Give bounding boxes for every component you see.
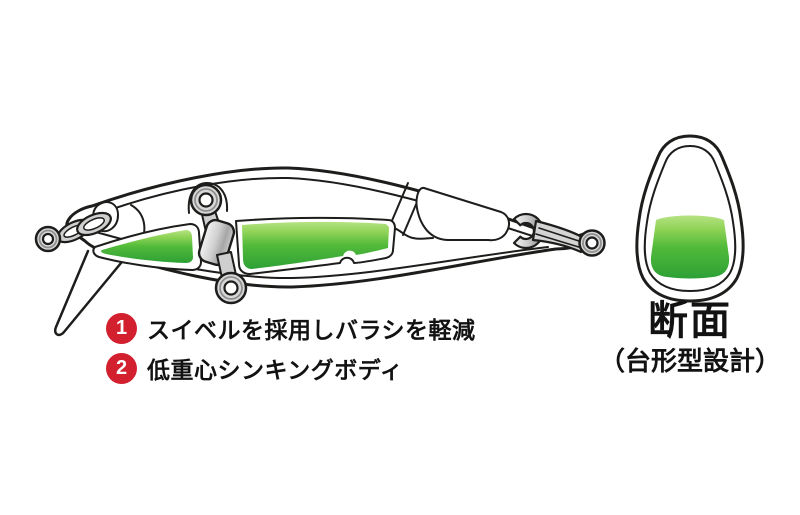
swivel-top-eye (189, 183, 223, 217)
lure-side-view (34, 166, 606, 337)
cross-section-view (635, 134, 745, 303)
cross-section-title: 断面 (648, 299, 732, 343)
ballast-channel-front (92, 223, 202, 271)
annotation-swivel-text: スイベルを採用しバラシを軽減 (147, 317, 476, 343)
cross-section-ballast (650, 215, 730, 279)
annotation-low-center-text: 低重心シンキングボディ (147, 357, 404, 383)
swivel (187, 182, 248, 305)
ballast-weight-rear (242, 221, 389, 269)
ballast-channel-rear (235, 216, 396, 275)
tail-hook-hanger (512, 212, 606, 257)
numbered-badge-1: 1 (106, 312, 137, 344)
diving-lip (54, 249, 123, 337)
cross-section-inner-wall (643, 145, 737, 292)
ballast-weight-front (101, 230, 193, 263)
line-tie-ring (34, 225, 62, 253)
annotation-swivel: 1 スイベルを採用しバラシを軽減 (106, 311, 476, 345)
snap-clip (56, 211, 112, 244)
tail-ring (578, 229, 606, 257)
swivel-bottom-eye (214, 271, 248, 305)
cross-section-subtitle: （台形型設計） (598, 346, 781, 376)
annotation-low-center: 2 低重心シンキングボディ (106, 351, 403, 385)
numbered-badge-2: 2 (106, 352, 137, 384)
